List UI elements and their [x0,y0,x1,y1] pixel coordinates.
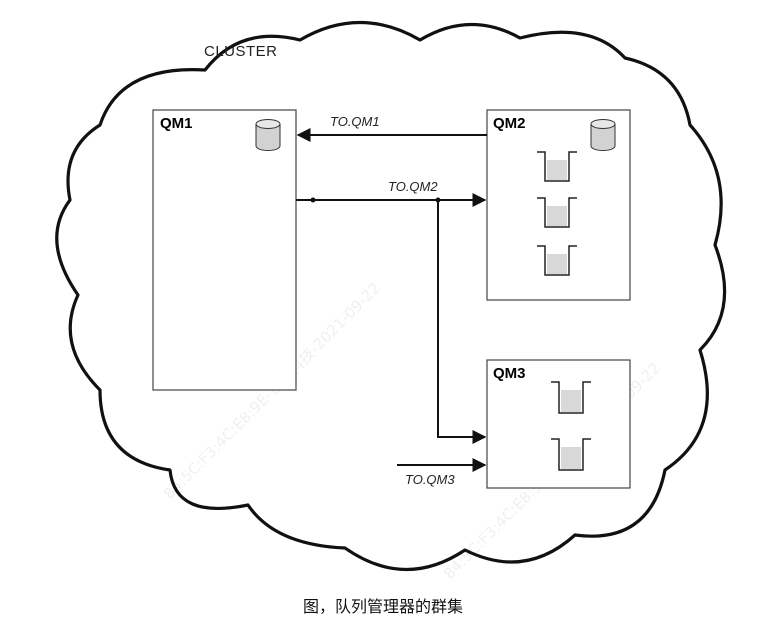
channel-to-qm1: TO.QM1 [296,114,487,142]
channel-label: TO.QM3 [405,472,455,487]
channel-label: TO.QM1 [330,114,380,129]
database-icon [590,119,616,151]
queue-icon [551,438,591,471]
qm1-label: QM1 [160,115,193,132]
queue-icon [537,151,577,182]
channel-to-qm3: TO.QM3 [397,458,487,487]
channel-label: TO.QM2 [388,179,438,194]
qm3-label: QM3 [493,365,526,382]
queue-icon [537,245,577,276]
queue-icon [537,197,577,228]
channel-to-qm2: TO.QM2 [296,179,487,444]
qm1-box: QM1 [152,109,297,391]
qm2-box: QM2 [486,109,631,301]
qm2-label: QM2 [493,115,526,132]
cluster-label: CLUSTER [204,43,278,60]
cluster-diagram: 84:5C:F3:4C:E8:9E-银雁科技-2021-09-22 84:5C:… [55,20,727,583]
qm3-box: QM3 [486,359,631,489]
queue-icon [551,381,591,414]
cluster-cloud [55,20,727,572]
figure-caption: 图，队列管理器的群集 [302,597,463,616]
database-icon [255,119,281,151]
